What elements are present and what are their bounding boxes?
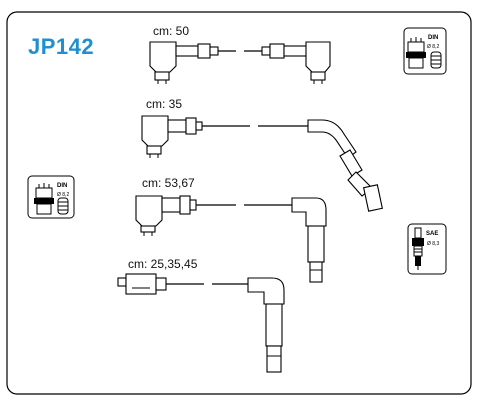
cable-3: cm: 53,67 (135, 176, 327, 283)
cable-2-left-boot (141, 115, 203, 158)
sae-badge-right-standard: SAE (426, 231, 438, 237)
din-badge-top-spec: Ø 8,2 (427, 44, 439, 50)
din-badge-top: DIN Ø 8,2 (403, 27, 447, 75)
cable-4: cm: 25,35,45 (117, 257, 285, 373)
cable-4-left-boot (117, 273, 167, 295)
spark-plug-connector-icon (57, 197, 69, 215)
distributor-cap-icon (34, 183, 54, 215)
spark-plug-icon (412, 227, 424, 270)
cable-1-left-boot (149, 41, 219, 84)
din-badge-left-standard: DIN (57, 183, 67, 189)
din-badge-top-standard: DIN (428, 35, 438, 41)
cable-4-length-label: cm: 25,35,45 (128, 257, 198, 271)
cable-3-left-boot (135, 195, 197, 236)
cable-3-right-boot (291, 197, 327, 283)
spark-plug-connector-icon (430, 51, 442, 69)
din-badge-left: DIN Ø 8,2 (27, 175, 75, 219)
part-number-title: JP142 (28, 34, 94, 59)
cable-2: cm: 35 (141, 97, 383, 212)
din-badge-left-spec: Ø 8,2 (57, 192, 69, 198)
cable-2-length-label: cm: 35 (146, 97, 182, 111)
cable-2-right-boot (307, 119, 383, 212)
diagram-frame (6, 11, 472, 395)
sae-badge-right: SAE Ø 8,3 (407, 223, 447, 275)
sae-badge-right-spec: Ø 8,3 (427, 241, 439, 247)
cable-1-right-boot (261, 41, 331, 84)
distributor-cap-icon (406, 37, 426, 69)
cable-3-length-label: cm: 53,67 (142, 176, 195, 190)
cable-1-length-label: cm: 50 (153, 24, 189, 38)
cable-1: cm: 50 (149, 24, 331, 84)
cable-4-right-boot (247, 277, 285, 373)
